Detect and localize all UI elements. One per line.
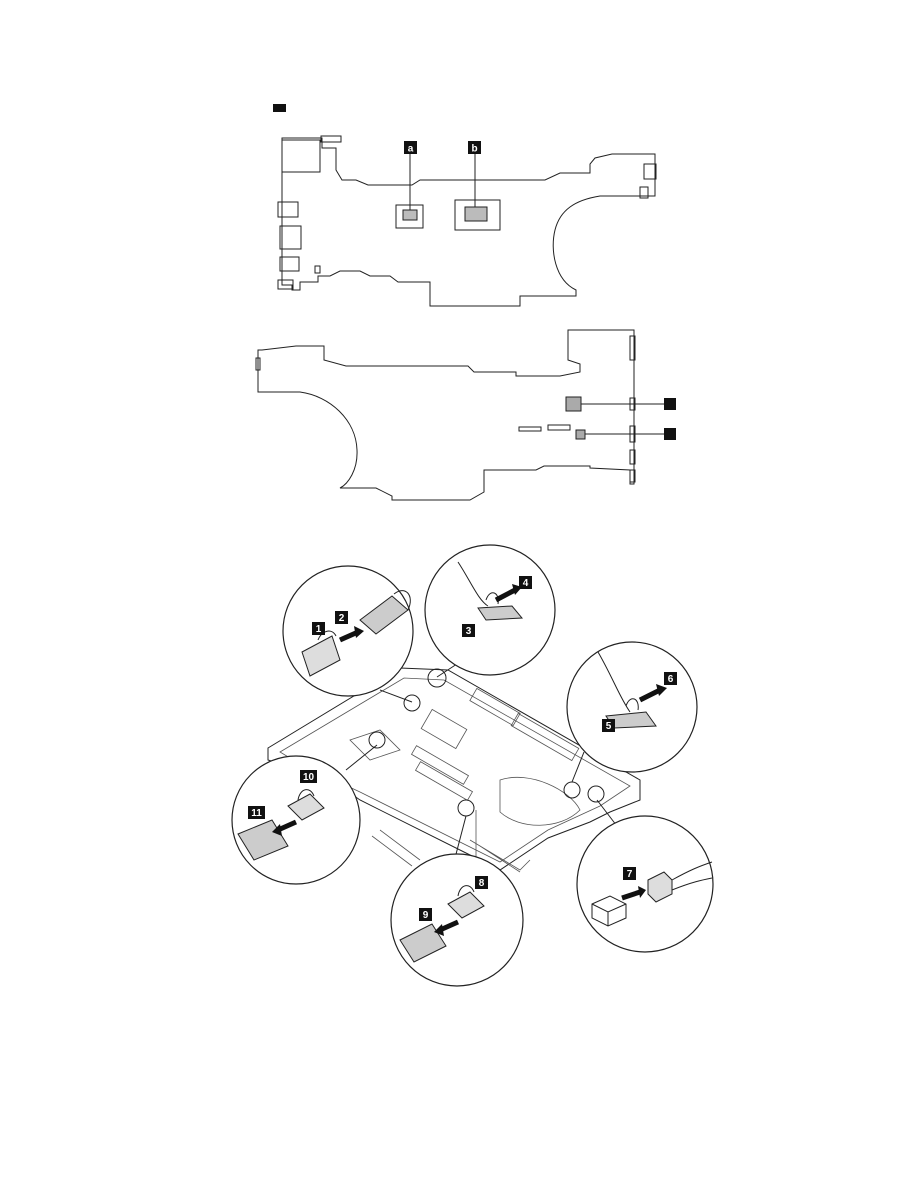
chip-d: [576, 430, 585, 439]
chip-c: [566, 397, 581, 411]
connector-block-5: [280, 257, 299, 271]
spot-6: [458, 800, 474, 816]
cpu-area: [421, 709, 467, 748]
step-2-label: 2: [339, 613, 345, 624]
system-board-bottom-view: [256, 330, 676, 500]
chip-a: [403, 210, 417, 220]
label-b: b: [471, 144, 477, 155]
callout-7-circle: [577, 816, 713, 952]
chip-b: [465, 207, 487, 221]
callout-10-11: 10 11: [232, 745, 377, 884]
board-chip-3: [350, 730, 400, 760]
memory-slot-1: [412, 746, 469, 785]
callout-5-6-circle: [567, 642, 697, 772]
system-board-top-view: a b: [278, 136, 656, 306]
callout-10-11-leader: [346, 745, 377, 770]
slot-1: [519, 427, 541, 431]
step-6-label: 6: [668, 674, 674, 685]
memory-slot-2: [416, 762, 473, 801]
label-c-box: [664, 398, 676, 410]
connector-block-4: [280, 226, 301, 249]
step-10-label: 10: [303, 772, 315, 783]
spot-2: [404, 695, 420, 711]
spot-4: [564, 782, 580, 798]
marker-block: [273, 104, 286, 112]
step-11-label: 11: [251, 808, 262, 819]
spot-1: [428, 669, 446, 687]
connector-block-8: [644, 164, 656, 179]
connector-block-6: [315, 266, 320, 273]
battery-area: [500, 777, 580, 825]
step-5-label: 5: [606, 721, 612, 732]
step-9-label: 9: [423, 910, 429, 921]
callout-7: 7: [577, 800, 713, 952]
spot-5: [588, 786, 604, 802]
connector-block-3: [278, 202, 298, 217]
connector-block-1: [282, 140, 320, 172]
board-top-outline: [282, 138, 655, 306]
board-bottom-outline: [258, 330, 634, 500]
connector-block-2: [321, 136, 341, 142]
label-a: a: [408, 144, 414, 155]
step-7-label: 7: [627, 869, 633, 880]
step-4-label: 4: [523, 578, 529, 589]
callout-8-9: 8 9: [391, 816, 523, 986]
slot-2: [548, 425, 570, 430]
step-3-label: 3: [466, 626, 472, 637]
callout-10-11-circle: [232, 756, 360, 884]
callout-3-4: 4 3: [425, 545, 555, 677]
step-1-label: 1: [316, 624, 322, 635]
callout-1-2: 1 2: [283, 566, 413, 702]
callout-1-2-circle: [283, 566, 413, 696]
label-d-box: [664, 428, 676, 440]
step-8-label: 8: [479, 878, 485, 889]
